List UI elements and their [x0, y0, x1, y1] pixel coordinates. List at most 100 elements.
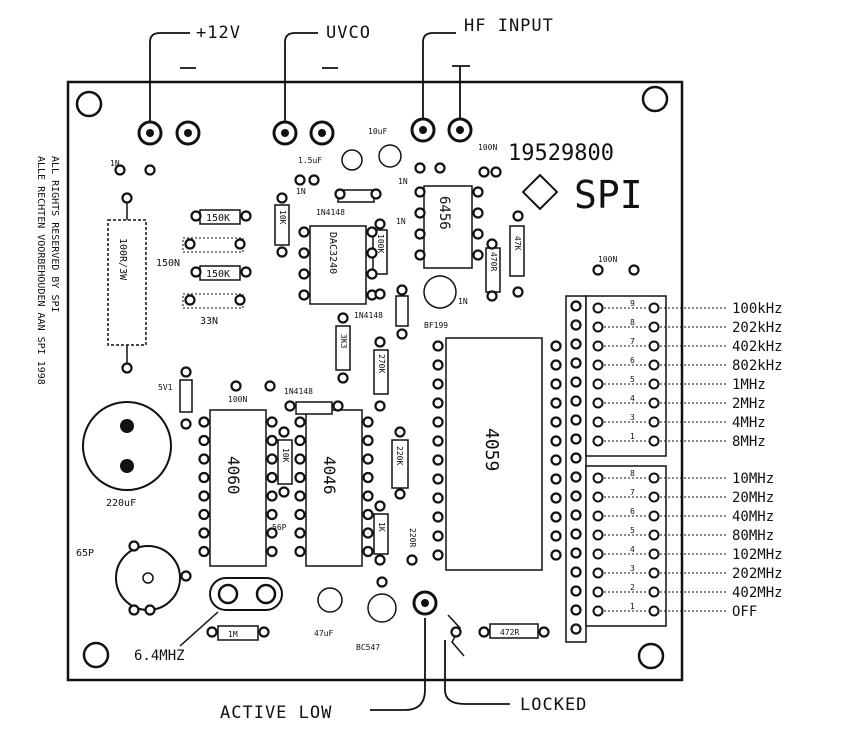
- switch-number: 8: [630, 318, 635, 327]
- label-r-47k: 47K: [513, 236, 522, 251]
- solder-pad: [570, 414, 582, 426]
- solder-pad: [334, 188, 346, 200]
- solder-pad: [144, 164, 156, 176]
- solder-pad: [362, 527, 374, 539]
- solder-pad: [266, 527, 278, 539]
- solder-pad: [294, 490, 306, 502]
- switch-row: 5 1MHz: [592, 375, 766, 393]
- solder-pad: [298, 247, 310, 259]
- solder-pad: [570, 623, 582, 635]
- solder-pad: [114, 164, 126, 176]
- solder-pad: [414, 249, 426, 261]
- label-plus12v: +12V: [196, 23, 241, 43]
- frequency-label: 402MHz: [732, 585, 783, 601]
- label-d-1n4148-b: 1N4148: [354, 311, 383, 320]
- solder-pad: [180, 366, 192, 378]
- switch-number: 1: [630, 602, 635, 611]
- solder-pad: [278, 486, 290, 498]
- solder-pad: [198, 508, 210, 521]
- mounting-hole-icon: [641, 85, 669, 113]
- solder-pad: [362, 545, 374, 558]
- solder-pad: [570, 585, 582, 597]
- solder-pad: [486, 238, 498, 250]
- solder-pad: [308, 174, 320, 186]
- solder-pad: [374, 500, 386, 512]
- label-c-1n-a: 1N: [110, 159, 120, 168]
- maker-logo: SPI: [574, 173, 643, 217]
- solder-pad: [374, 336, 386, 348]
- switch-row: 5 80MHz: [592, 526, 774, 544]
- label-crystal: 6.4MHZ: [134, 648, 185, 664]
- frequency-label: 202kHz: [732, 320, 783, 336]
- frequency-label: 8MHz: [732, 434, 766, 450]
- label-locked: LOCKED: [520, 695, 587, 715]
- solder-pad: [394, 488, 406, 500]
- solder-pad: [570, 376, 582, 388]
- switch-number: 5: [630, 526, 635, 535]
- solder-pad: [406, 554, 418, 566]
- frequency-label: 1MHz: [732, 377, 766, 393]
- solder-pad: [376, 576, 388, 588]
- solder-pad: [432, 511, 444, 523]
- solder-pad: [570, 319, 582, 331]
- solder-pad: [362, 508, 374, 521]
- solder-pad: [294, 453, 306, 465]
- frequency-label: 2MHz: [732, 396, 766, 412]
- solder-pad: [184, 238, 196, 250]
- solder-pad: [432, 492, 444, 504]
- label-r-150k-b: 150K: [206, 269, 230, 280]
- solder-pad: [434, 162, 446, 174]
- solder-pad: [180, 570, 192, 582]
- solder-pad: [432, 549, 444, 561]
- diamond-logo-icon: [521, 173, 559, 211]
- frequency-label: OFF: [732, 604, 757, 620]
- solder-pad: [258, 626, 270, 638]
- solder-pad: [337, 312, 349, 324]
- solder-pad: [198, 527, 210, 539]
- solder-pad: [550, 492, 562, 504]
- frequency-label: 802kHz: [732, 358, 783, 374]
- copyright-line-2: ALL RIGHTS RESERVED BY SPI: [49, 156, 60, 313]
- switch-number: 4: [630, 394, 635, 403]
- solder-pad: [370, 188, 382, 200]
- frequency-label: 402kHz: [732, 339, 783, 355]
- switch-number: 6: [630, 356, 635, 365]
- solder-pad: [198, 416, 210, 428]
- label-c-33n: 33N: [200, 316, 218, 327]
- label-d-1n4148-a: 1N4148: [316, 208, 345, 217]
- solder-pad: [550, 530, 562, 542]
- label-coil-65p: 65P: [76, 548, 94, 559]
- solder-pad: [337, 372, 349, 384]
- label-zener-5v1: 5V1: [158, 383, 173, 392]
- solder-pad: [198, 490, 210, 502]
- chip-6456: 6456: [436, 196, 452, 230]
- label-c-1n-e: 1N: [458, 297, 468, 306]
- label-r-1k: 1K: [377, 522, 386, 532]
- solder-pad: [432, 454, 444, 466]
- switch-row: 6 802kHz: [592, 356, 783, 374]
- frequency-label: 80MHz: [732, 528, 774, 544]
- solder-pad: [230, 380, 242, 392]
- solder-pad: [550, 359, 562, 371]
- solder-pad: [234, 294, 246, 306]
- solder-pad: [294, 508, 306, 521]
- solder-pad: [432, 397, 444, 409]
- switch-row: 8 202kHz: [592, 318, 783, 336]
- label-r-10k-b: 10K: [281, 448, 290, 463]
- label-uvco: UVCO: [326, 23, 371, 43]
- solder-pad: [550, 435, 562, 447]
- label-c-1n-d: 1N: [396, 217, 406, 226]
- label-r-100k: 100K: [376, 234, 385, 253]
- switch-number: 5: [630, 375, 635, 384]
- pads-group: [114, 162, 640, 638]
- solder-pad: [298, 289, 310, 301]
- solder-pad: [128, 540, 140, 552]
- solder-pad: [478, 166, 490, 178]
- solder-pad: [550, 473, 562, 485]
